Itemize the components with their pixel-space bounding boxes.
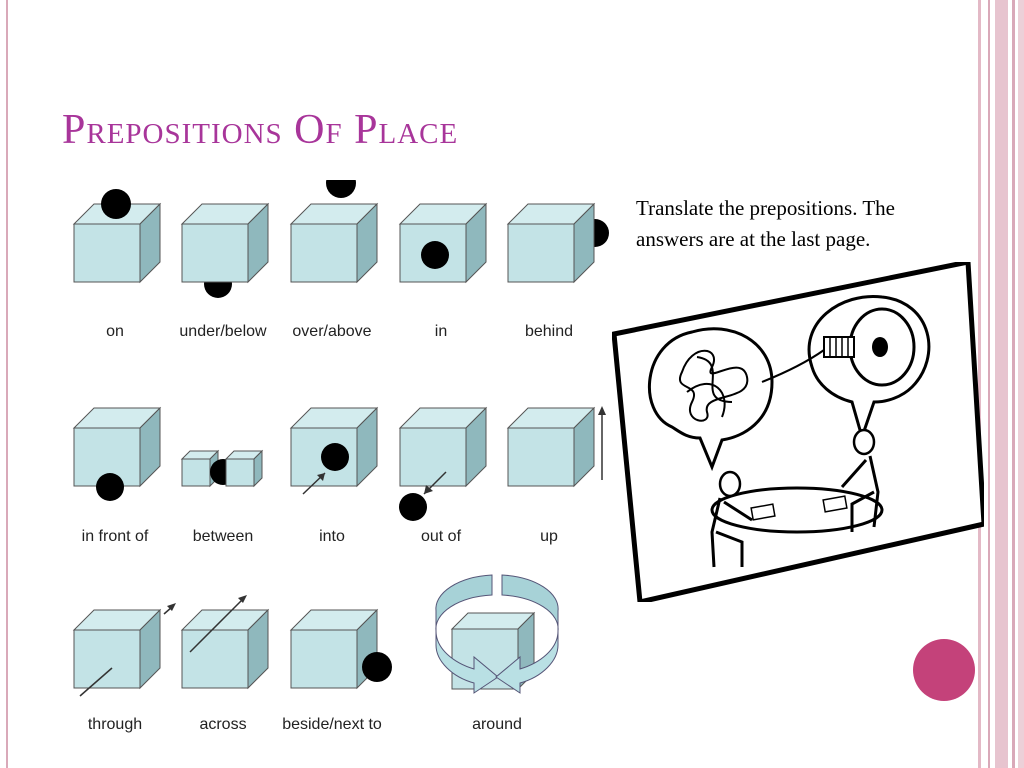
preposition-label: into — [319, 528, 345, 545]
slide-frame-left — [6, 0, 8, 768]
preposition-under: under/below — [168, 180, 278, 350]
preposition-around: around — [430, 565, 565, 735]
preposition-label: up — [540, 528, 558, 545]
preposition-label: across — [199, 716, 247, 733]
preposition-label: over/above — [292, 323, 372, 340]
cube-over-illustration — [289, 180, 379, 284]
preposition-label: beside/next to — [282, 716, 382, 733]
preposition-in-front-of: in front of — [60, 396, 170, 566]
cube-behind-illustration — [506, 202, 609, 284]
cube-through-illustration — [72, 603, 176, 697]
preposition-label: in front of — [81, 528, 149, 545]
cube-on-illustration — [72, 189, 162, 284]
cube-under-illustration — [180, 202, 270, 298]
preposition-through: through — [60, 590, 176, 760]
preposition-label: through — [87, 716, 143, 733]
preposition-across: across — [168, 590, 278, 760]
cube-in-front-of-illustration — [72, 406, 162, 501]
slide-frame-right — [978, 0, 1024, 768]
preposition-into: into — [277, 396, 387, 566]
preposition-in: in — [386, 180, 496, 350]
preposition-label: around — [472, 716, 522, 733]
preposition-label: under/below — [179, 323, 267, 340]
preposition-over: over/above — [277, 180, 387, 350]
preposition-label: in — [434, 323, 448, 340]
preposition-beside: beside/next to — [277, 590, 392, 760]
preposition-behind: behind — [494, 180, 609, 350]
slide-title: Prepositions Of Place — [62, 107, 459, 153]
preposition-on: on — [60, 180, 170, 350]
cube-into-illustration — [289, 406, 379, 495]
instructions-text: Translate the prepositions. The answers … — [636, 196, 895, 251]
preposition-up: up — [494, 396, 606, 566]
cube-in-illustration — [398, 202, 488, 284]
cube-out-of-illustration — [398, 406, 488, 521]
cube-across-illustration — [180, 595, 270, 690]
cube-around-illustration — [435, 574, 559, 694]
cube-between-illustration — [180, 449, 264, 488]
preposition-label: behind — [524, 323, 574, 340]
cube-beside-illustration — [289, 608, 392, 690]
preposition-out-of: out of — [386, 396, 496, 566]
preposition-label: out of — [420, 528, 462, 545]
decorative-accent-dot — [913, 639, 975, 701]
cartoon-illustration — [611, 258, 987, 606]
preposition-label: between — [192, 528, 254, 545]
communication-cartoon — [611, 258, 987, 606]
cube-up-illustration — [506, 406, 606, 488]
preposition-label: on — [106, 323, 124, 340]
preposition-between: between — [168, 396, 278, 566]
